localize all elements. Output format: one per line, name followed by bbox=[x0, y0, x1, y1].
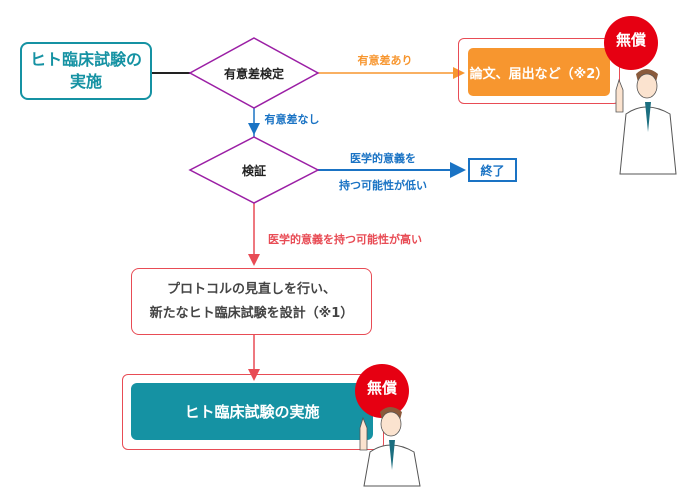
decision2-diamond bbox=[188, 136, 320, 204]
branch-low-label-1: 医学的意義を bbox=[350, 152, 416, 165]
decision1-label: 有意差検定 bbox=[223, 66, 284, 81]
result-outer-frame bbox=[458, 38, 620, 104]
branch-high-label: 医学的意義を持つ可能性が高い bbox=[268, 233, 422, 246]
free-badge: 無償 bbox=[604, 16, 658, 70]
decision1-diamond bbox=[188, 37, 320, 109]
free-badge: 無償 bbox=[355, 364, 409, 418]
start-box: ヒト臨床試験の実施 bbox=[20, 42, 152, 100]
final-box: ヒト臨床試験の実施 bbox=[131, 383, 373, 440]
branch-low-label-2: 持つ可能性が低い bbox=[339, 179, 427, 192]
end-box: 終了 bbox=[468, 158, 517, 182]
result-box: 論文、届出など（※2） bbox=[468, 48, 610, 96]
branch-no-label: 有意差なし bbox=[264, 113, 320, 126]
decision2-label: 検証 bbox=[241, 163, 266, 178]
branch-yes-label: 有意差あり bbox=[357, 54, 413, 67]
protocol-box: プロトコルの見直しを行い、新たなヒト臨床試験を設計（※1） bbox=[131, 268, 372, 335]
